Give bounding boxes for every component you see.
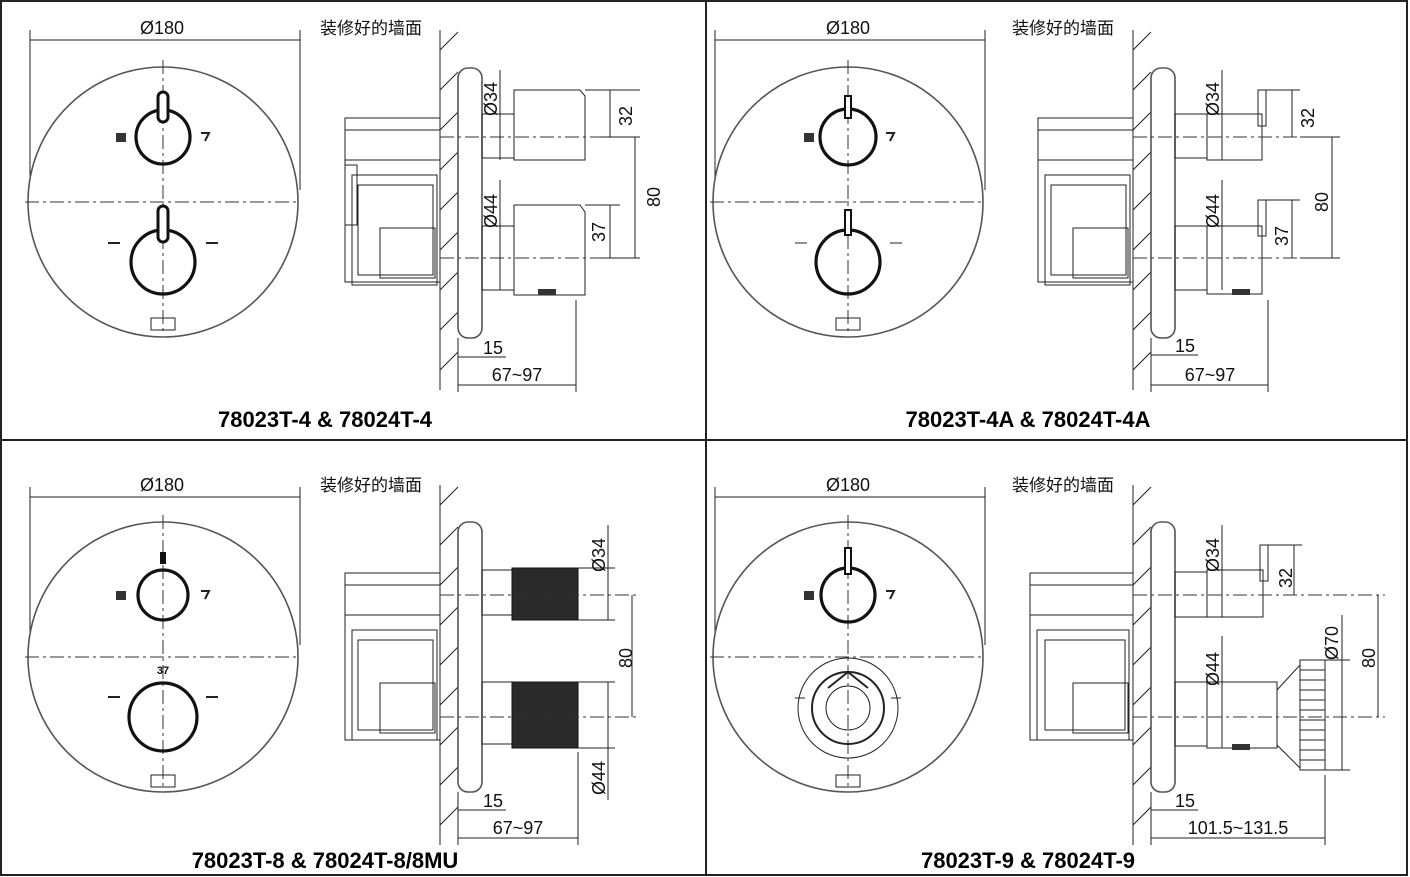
upper-knob-indicator <box>160 552 166 564</box>
lower-lever <box>1257 199 1267 237</box>
wall-label: 装修好的墙面 <box>320 476 422 496</box>
cover-plate-profile <box>1150 67 1176 339</box>
lower-height-dim: 37 <box>1272 226 1292 246</box>
cover-plate-profile <box>457 67 483 339</box>
wall-label: 装修好的墙面 <box>320 19 422 39</box>
model-caption-3: 78023T-8 & 78024T-8/8MU <box>191 848 459 873</box>
shower-icon <box>116 591 126 600</box>
logo-plate-icon <box>150 317 176 331</box>
spacing-dim: 80 <box>1359 648 1379 668</box>
temperature-dial-center <box>825 685 871 731</box>
spout-icon <box>886 590 896 600</box>
panel-3: Ø180 37 装修好的墙面 <box>25 475 640 845</box>
upper-diameter-label: Ø34 <box>481 82 501 116</box>
plate-thickness-dim: 15 <box>1175 336 1195 356</box>
temperature-marking: 37 <box>157 665 169 677</box>
lower-diameter-label: Ø44 <box>1203 194 1223 228</box>
upper-handle <box>1206 569 1264 618</box>
depth-range-dim: 67~97 <box>1185 365 1236 385</box>
logo-plate-icon <box>150 774 176 788</box>
panel-1: Ø180 装修好的墙面 <box>25 18 664 392</box>
side-view-3: 装修好的墙面 Ø34 Ø44 80 <box>320 476 640 845</box>
logo-plate-icon <box>835 774 861 788</box>
wall-label: 装修好的墙面 <box>1012 476 1114 496</box>
lower-handle <box>1206 225 1263 295</box>
panel-2: Ø180 装修好的墙面 <box>710 18 1340 392</box>
side-view-4: 装修好的墙面 Ø34 Ø44 <box>1012 476 1385 845</box>
valve-body <box>1029 572 1134 741</box>
logo-plate-icon <box>835 317 861 331</box>
plate-thickness-dim: 15 <box>483 338 503 358</box>
plate-thickness-dim: 15 <box>1175 791 1195 811</box>
upper-height-dim: 32 <box>1276 568 1296 588</box>
diameter-label: Ø180 <box>140 475 184 495</box>
depth-range-dim: 67~97 <box>493 818 544 838</box>
model-caption-4: 78023T-9 & 78024T-9 <box>920 848 1136 873</box>
lower-handle <box>1206 681 1278 749</box>
cover-plate-profile <box>1150 521 1176 793</box>
cover-plate-profile <box>457 521 483 793</box>
upper-lever <box>1257 89 1267 127</box>
spout-icon <box>201 590 211 600</box>
lower-knurled-handle <box>511 681 579 749</box>
diameter-label: Ø180 <box>826 18 870 38</box>
upper-knurled-handle <box>511 567 579 621</box>
spacing-dim: 80 <box>644 187 664 207</box>
spout-icon <box>201 132 211 142</box>
diameter-label: Ø180 <box>140 18 184 38</box>
lower-height-dim: 37 <box>589 222 609 242</box>
shower-icon <box>804 591 814 600</box>
lower-handle <box>513 204 586 296</box>
side-view-1: 装修好的墙面 Ø34 Ø44 32 <box>320 19 664 392</box>
lower-diameter-label: Ø44 <box>481 194 501 228</box>
depth-range-dim: 67~97 <box>492 365 543 385</box>
plate-thickness-dim: 15 <box>483 791 503 811</box>
spout-icon <box>886 132 896 142</box>
lower-diameter-label: Ø44 <box>589 761 609 795</box>
temperature-knob <box>1299 659 1326 771</box>
shower-icon <box>116 133 126 142</box>
spacing-dim: 80 <box>616 648 636 668</box>
temperature-dial-outer <box>797 657 899 759</box>
lower-knob <box>127 681 199 753</box>
wall-hatch <box>439 31 459 371</box>
upper-knob <box>136 568 190 622</box>
upper-height-dim: 32 <box>616 106 636 126</box>
knob-diameter-dim: Ø70 <box>1322 626 1342 660</box>
upper-diameter-label: Ø34 <box>1203 82 1223 116</box>
upper-lever <box>1259 544 1269 582</box>
shower-icon <box>804 133 814 142</box>
wall-label: 装修好的墙面 <box>1012 19 1114 39</box>
front-view-4: Ø180 <box>710 475 986 793</box>
upper-handle <box>513 89 586 161</box>
front-view-2: Ø180 <box>710 18 986 338</box>
valve-body <box>344 572 441 741</box>
valve-body <box>1037 117 1134 283</box>
depth-range-dim: 101.5~131.5 <box>1188 818 1289 838</box>
upper-diameter-label: Ø34 <box>589 538 609 572</box>
front-view-1: Ø180 <box>25 18 301 338</box>
valve-body <box>344 117 441 283</box>
diameter-label: Ø180 <box>826 475 870 495</box>
upper-diameter-label: Ø34 <box>1203 538 1223 572</box>
upper-height-dim: 32 <box>1298 108 1318 128</box>
model-caption-1: 78023T-4 & 78024T-4 <box>217 407 433 432</box>
front-view-3: Ø180 37 <box>25 475 301 793</box>
upper-sleeve <box>481 113 515 159</box>
lower-diameter-label: Ø44 <box>1203 652 1223 686</box>
panel-4: Ø180 装修好的墙面 <box>710 475 1385 845</box>
spacing-dim: 80 <box>1312 192 1332 212</box>
side-view-2: 装修好的墙面 Ø34 Ø44 32 <box>1012 19 1340 392</box>
model-caption-2: 78023T-4A & 78024T-4A <box>905 407 1151 432</box>
